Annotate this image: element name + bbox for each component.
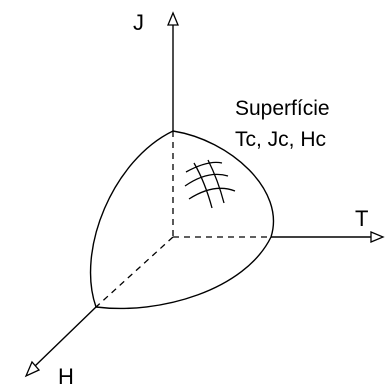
surface-label-line2: Tc, Jc, Hc bbox=[235, 128, 326, 151]
h-axis-hidden-dashed bbox=[95, 236, 174, 308]
surface-boundary-jh bbox=[89, 130, 174, 308]
surface-label-line1: Superfície bbox=[235, 97, 330, 120]
j-axis-arrowhead-icon bbox=[167, 11, 179, 26]
surface-boundary-ht bbox=[95, 236, 272, 310]
h-axis-line bbox=[34, 306, 97, 367]
h-axis-arrowhead-icon bbox=[24, 360, 41, 378]
h-axis-label: H bbox=[58, 364, 74, 389]
j-axis-label: J bbox=[133, 10, 144, 35]
t-axis-label: T bbox=[355, 206, 368, 231]
surface-boundary-jt bbox=[172, 130, 274, 238]
t-axis-arrowhead-icon bbox=[370, 231, 385, 243]
surface-hatch-mark bbox=[184, 159, 236, 209]
